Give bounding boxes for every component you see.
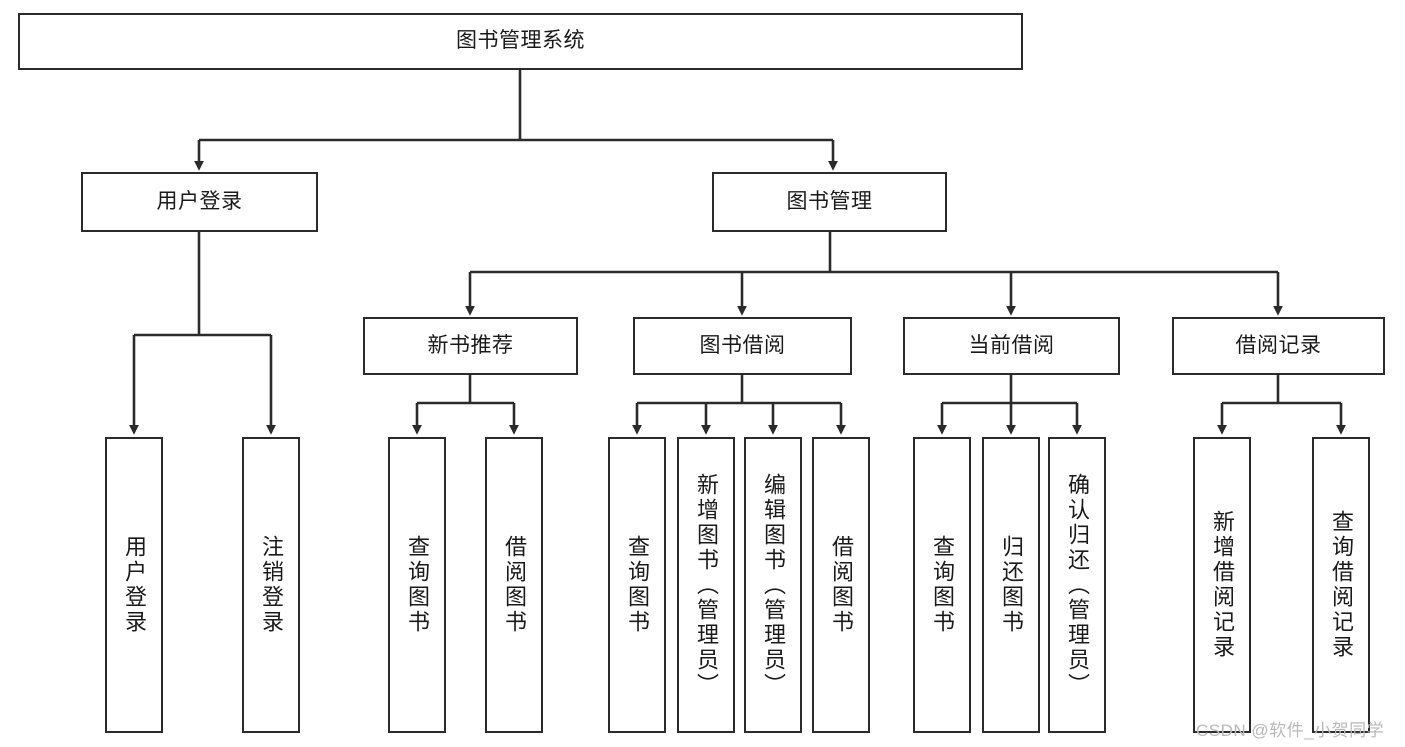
- node-label: 图书管理系统: [456, 29, 585, 53]
- leaf-logout[interactable]: 注销登录: [242, 437, 300, 733]
- leaf-confirm-return-admin[interactable]: 确认归还（管理员）: [1048, 437, 1106, 733]
- node-label: 图书借阅: [699, 333, 786, 357]
- node-label: 新增图书（管理员）: [694, 472, 719, 698]
- node-root-book-management-system[interactable]: 图书管理系统: [18, 13, 1023, 70]
- leaf-query-book-recommend[interactable]: 查询图书: [388, 437, 446, 733]
- node-label: 查询借阅记录: [1329, 510, 1354, 660]
- node-book-management[interactable]: 图书管理: [712, 172, 947, 232]
- node-label: 用户登录: [122, 535, 147, 635]
- watermark: CSDN @软件_小贺同学: [1196, 721, 1385, 740]
- leaf-add-book-admin[interactable]: 新增图书（管理员）: [677, 437, 735, 733]
- node-label: 查询图书: [930, 535, 955, 635]
- node-label: 新书推荐: [427, 333, 514, 357]
- node-book-borrow[interactable]: 图书借阅: [633, 317, 852, 375]
- node-label: 查询图书: [625, 535, 650, 635]
- node-label: 图书管理: [786, 189, 873, 213]
- node-current-borrow[interactable]: 当前借阅: [903, 317, 1120, 375]
- node-user-login[interactable]: 用户登录: [81, 172, 318, 232]
- node-label: 用户登录: [156, 189, 243, 213]
- leaf-query-borrow-record[interactable]: 查询借阅记录: [1312, 437, 1370, 733]
- leaf-add-borrow-record[interactable]: 新增借阅记录: [1193, 437, 1251, 733]
- leaf-edit-book-admin[interactable]: 编辑图书（管理员）: [744, 437, 802, 733]
- node-label: 借阅记录: [1235, 333, 1322, 357]
- node-label: 注销登录: [259, 535, 284, 635]
- node-label: 借阅图书: [829, 535, 854, 635]
- node-label: 确认归还（管理员）: [1065, 472, 1090, 698]
- node-label: 借阅图书: [502, 535, 527, 635]
- node-label: 编辑图书（管理员）: [761, 472, 786, 698]
- leaf-return-book[interactable]: 归还图书: [982, 437, 1040, 733]
- node-label: 当前借阅: [968, 333, 1055, 357]
- node-label: 新增借阅记录: [1210, 510, 1235, 660]
- node-borrow-records[interactable]: 借阅记录: [1172, 317, 1385, 375]
- node-label: 查询图书: [405, 535, 430, 635]
- leaf-borrow-book[interactable]: 借阅图书: [812, 437, 870, 733]
- leaf-query-book-current[interactable]: 查询图书: [913, 437, 971, 733]
- node-label: 归还图书: [999, 535, 1024, 635]
- leaf-borrow-book-recommend[interactable]: 借阅图书: [485, 437, 543, 733]
- leaf-user-login[interactable]: 用户登录: [105, 437, 163, 733]
- leaf-query-book-borrow[interactable]: 查询图书: [608, 437, 666, 733]
- node-new-book-recommend[interactable]: 新书推荐: [363, 317, 578, 375]
